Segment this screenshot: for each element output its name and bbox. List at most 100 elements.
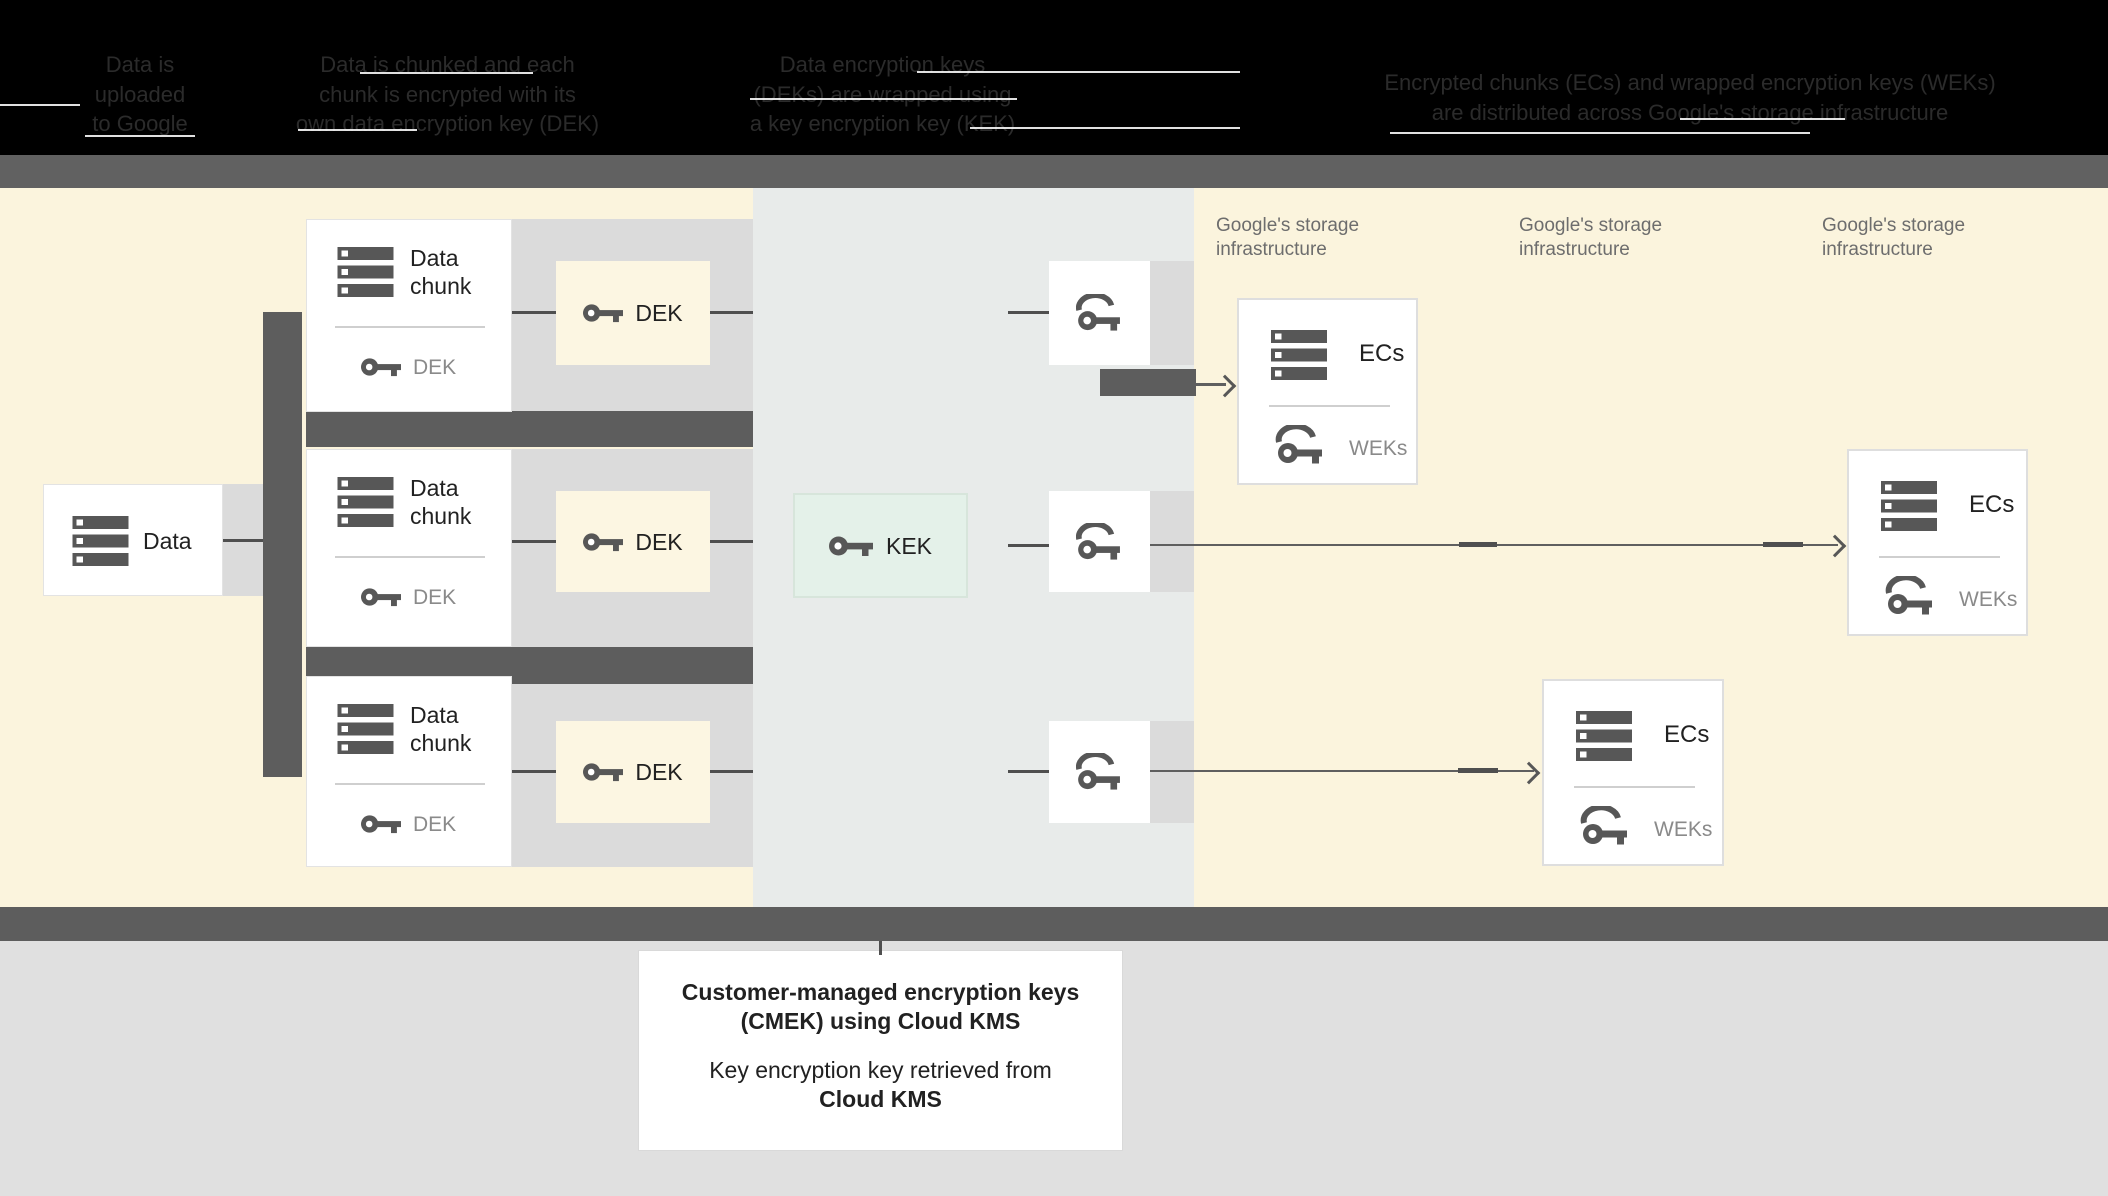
step-1-line-2: uploaded — [94, 81, 186, 107]
underline — [1390, 132, 1810, 134]
chunk-title-line2: chunk — [410, 503, 472, 529]
data-chunk-box: Data chunk DEK — [306, 676, 512, 867]
ecs-label: ECs — [1359, 340, 1405, 367]
server-icon — [1575, 711, 1633, 761]
chunk3-to-dek-line — [512, 770, 556, 773]
wrapped-key-icon — [1885, 576, 1937, 616]
key-icon — [829, 534, 873, 558]
chunk-title-line1: Data — [410, 702, 459, 728]
storage-label: Google's storage infrastructure — [1519, 214, 1662, 262]
arrow3-line — [1150, 770, 1534, 772]
step-2-line-3: own data encryption key (DEK) — [295, 111, 600, 136]
arrow1-line — [1196, 383, 1226, 386]
wrapped-key-icon — [1076, 294, 1124, 332]
server-icon — [337, 704, 394, 754]
caption-leader-line — [879, 941, 882, 955]
caption-line2: (CMEK) using Cloud KMS — [740, 1008, 1021, 1034]
storage-label: Google's storage infrastructure — [1216, 214, 1359, 262]
dek-box: DEK — [556, 261, 710, 365]
key1-panel — [1150, 261, 1194, 365]
top-divider-bar — [0, 155, 2108, 188]
row1-row2-bar — [306, 411, 753, 447]
wrapped-key-box — [1049, 721, 1150, 823]
ecs-box: ECs WEKs — [1542, 679, 1724, 866]
dek-box-label: DEK — [635, 528, 683, 555]
data-box-label: Data — [143, 528, 192, 554]
caption-line3: Key encryption key retrieved from — [709, 1057, 1052, 1083]
underline — [298, 129, 417, 131]
wrapped-key-box — [1049, 491, 1150, 592]
divider — [335, 783, 485, 785]
header-band: Data is uploaded to Google Data is chunk… — [0, 0, 2108, 155]
weks-label: WEKs — [1349, 437, 1408, 460]
wrapped-key-icon — [1076, 753, 1124, 791]
dek2-to-band-line — [710, 540, 753, 543]
chunk-key-label: DEK — [413, 813, 457, 836]
storage-label-line2: infrastructure — [1216, 239, 1327, 260]
kek-box-label: KEK — [885, 532, 933, 559]
chunk-title-line1: Data — [410, 245, 459, 271]
key-icon — [361, 356, 401, 378]
key-icon — [361, 813, 401, 835]
key-icon — [583, 761, 623, 783]
data-chunk-box: Data chunk DEK — [306, 449, 512, 647]
data-box: Data — [43, 484, 223, 596]
server-icon — [1880, 481, 1938, 531]
ecs-label: ECs — [1664, 721, 1710, 748]
storage-label-line1: Google's storage — [1216, 215, 1360, 236]
chunk-trunk-bar — [263, 312, 302, 777]
ecs-box: ECs WEKs — [1847, 449, 2028, 636]
data-chunk-box: Data chunk DEK — [306, 219, 512, 412]
underline — [750, 98, 1017, 100]
chunk-key-label: DEK — [413, 586, 457, 609]
step-4-line-1: Encrypted chunks (ECs) and wrapped encry… — [1384, 70, 1996, 95]
step-1-line-1: Data is — [105, 52, 175, 77]
band-to-wek1-line — [1008, 311, 1049, 314]
underline — [1680, 118, 1845, 120]
underline — [970, 127, 1240, 129]
weks-label: WEKs — [1959, 588, 2018, 611]
ecs-box: ECs WEKs — [1237, 298, 1418, 485]
header-step-1: Data is uploaded to Google — [55, 50, 225, 139]
wrapped-key-icon — [1076, 523, 1124, 561]
wrapped-key-box — [1049, 261, 1150, 365]
server-icon — [1270, 330, 1328, 380]
caption-line1: Customer-managed encryption keys — [681, 979, 1080, 1005]
chunk2-to-dek-line — [512, 540, 556, 543]
step-2-line-2: chunk is encrypted with its — [319, 81, 576, 107]
dek-box: DEK — [556, 721, 710, 823]
kek-box: KEK — [793, 493, 968, 598]
underline — [360, 72, 533, 74]
arrow2-thick-segment — [1459, 542, 1497, 547]
dek1-to-band-line — [710, 311, 753, 314]
divider — [1879, 556, 2000, 558]
step-1-line-3: to Google — [92, 111, 188, 136]
divider — [1269, 405, 1390, 407]
header-step-2: Data is chunked and each chunk is encryp… — [280, 50, 615, 139]
key-icon — [361, 586, 401, 608]
chunk-title-line2: chunk — [410, 730, 472, 756]
divider — [335, 326, 485, 328]
kek-to-wek2-line — [1008, 544, 1049, 547]
caption-box: Customer-managed encryption keys (CMEK) … — [638, 950, 1123, 1151]
dek-box-label: DEK — [635, 300, 683, 326]
chunk-key-label: DEK — [413, 356, 457, 379]
storage-label-line2: infrastructure — [1519, 239, 1630, 260]
dek3-to-band-line — [710, 770, 753, 773]
wek1-output-bar — [1100, 369, 1196, 396]
chunk-title-line1: Data — [410, 475, 459, 501]
step-3-line-1: Data encryption keys — [779, 52, 986, 77]
arrow3-thick-segment — [1458, 768, 1498, 773]
arrow2-thick-segment — [1763, 542, 1803, 547]
step-4-line-2: are distributed across Google's storage … — [1431, 99, 1949, 125]
storage-label: Google's storage infrastructure — [1822, 214, 1965, 262]
underline — [917, 71, 1240, 73]
divider — [1574, 786, 1695, 788]
chunk-title-line2: chunk — [410, 273, 472, 299]
band-to-wek3-line — [1008, 770, 1049, 773]
step-3-line-2: (DEKs) are wrapped using — [753, 81, 1012, 107]
server-icon — [337, 247, 394, 297]
wrapped-key-icon — [1580, 806, 1632, 846]
ecs-label: ECs — [1969, 491, 2015, 518]
